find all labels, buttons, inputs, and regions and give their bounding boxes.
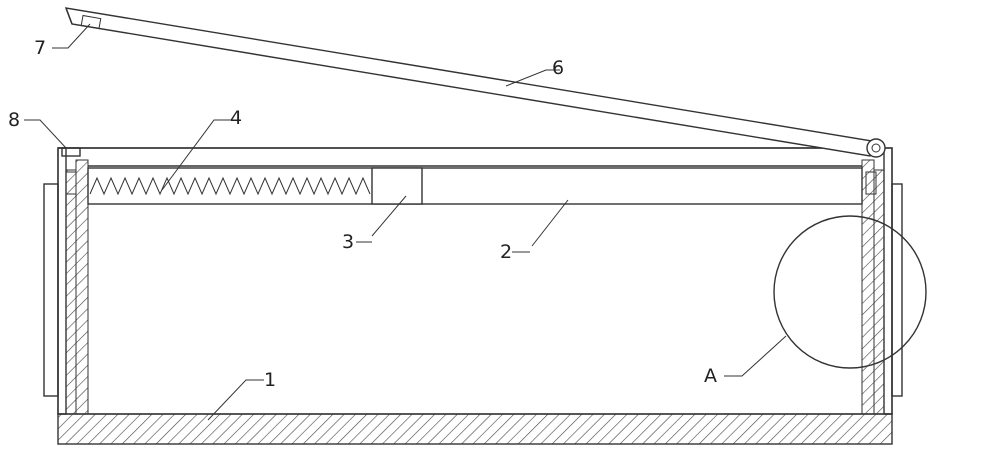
slide-rail [87,167,863,205]
right-wall [861,147,903,415]
label-4: 4 [230,107,242,129]
spring [89,176,371,196]
label-6: 6 [552,57,564,79]
label-7: 7 [34,37,46,59]
label-a: A [704,365,717,387]
box-body [57,147,893,415]
label-1: 1 [264,369,276,391]
detail-circle-a [773,215,927,369]
label-2: 2 [500,241,512,263]
label-3: 3 [342,231,354,253]
slider-block [371,167,423,205]
base-plate [57,413,893,445]
label-8: 8 [8,109,20,131]
hinge [866,138,886,158]
lid-plate [64,7,880,157]
handle-notch [80,14,102,30]
leader-lines [24,23,787,421]
left-wall [43,147,89,415]
